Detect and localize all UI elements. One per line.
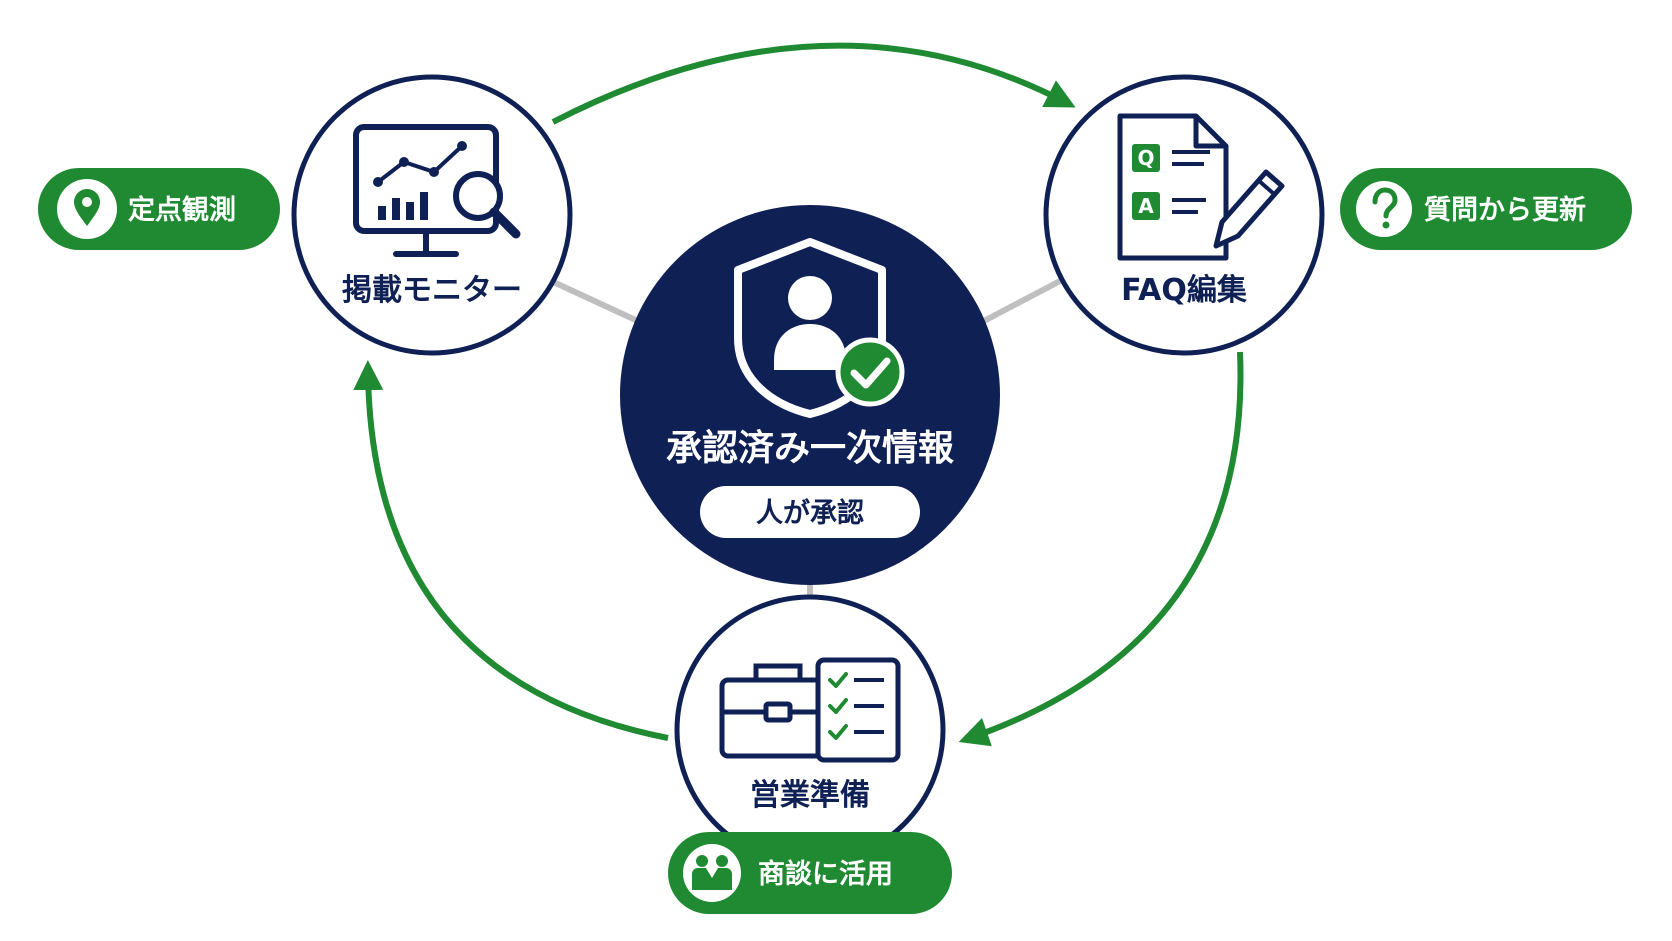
shield-user-check-icon <box>734 238 905 418</box>
q-letter: Q <box>1137 146 1154 170</box>
arrow-monitor-to-faq <box>551 42 1076 125</box>
pill-observation-label: 定点観測 <box>128 194 236 226</box>
center-title: 承認済み一次情報 <box>666 428 954 469</box>
arrow-faq-to-sales <box>958 351 1244 747</box>
question-icon <box>1356 181 1412 237</box>
center-hub: 承認済み一次情報 人が承認 <box>620 205 1000 585</box>
node-faq: Q A FAQ編集 <box>1043 74 1325 356</box>
pill-questions: 質問から更新 <box>1340 168 1632 250</box>
center-subtitle-badge <box>700 486 920 538</box>
node-monitor: 掲載モニター <box>291 74 573 356</box>
node-sales: 営業準備 <box>674 594 946 866</box>
a-letter: A <box>1138 194 1154 218</box>
pill-observation: 定点観測 <box>38 168 280 250</box>
pill-questions-label: 質問から更新 <box>1424 194 1586 226</box>
qa-document-pencil-icon: Q A <box>1117 113 1285 261</box>
node-monitor-label: 掲載モニター <box>342 273 522 308</box>
connector-monitor <box>547 277 642 325</box>
connector-faq <box>980 277 1064 325</box>
node-faq-label: FAQ編集 <box>1121 273 1248 308</box>
briefcase-checklist-icon <box>719 657 901 763</box>
handshake-people-icon <box>683 844 741 902</box>
pill-meetings: 商談に活用 <box>668 832 952 914</box>
monitor-chart-magnifier-icon <box>353 124 521 257</box>
node-sales-label: 営業準備 <box>750 778 870 813</box>
pill-meetings-label: 商談に活用 <box>758 858 893 890</box>
location-pin-icon <box>57 179 117 239</box>
center-subtitle: 人が承認 <box>756 497 864 529</box>
arrow-sales-to-monitor <box>353 360 669 741</box>
